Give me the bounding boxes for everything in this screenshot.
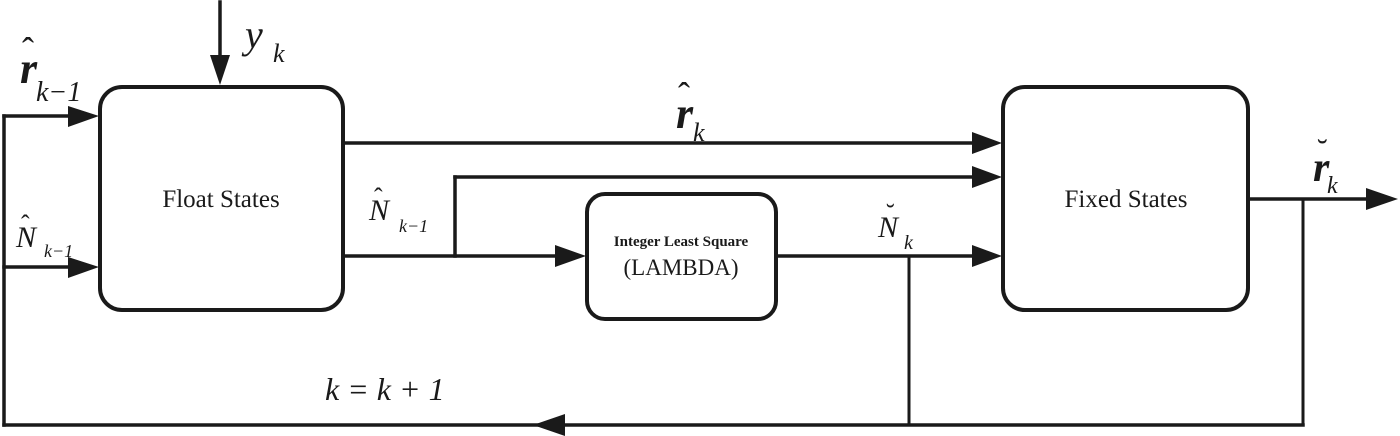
n-hat-km1-in-arrowhead (68, 257, 99, 278)
r-hat-k-base: r (676, 89, 694, 138)
r-hat-k-arrowhead (972, 132, 1002, 154)
n-hat-to-fixed-arrowhead (972, 166, 1002, 188)
lambda-label: (LAMBDA) (624, 255, 739, 280)
n-hat-km1-out-sub: k−1 (399, 216, 428, 236)
n-breve-k-arrowhead (972, 245, 1002, 267)
r-hat-km1-arrowhead (68, 106, 99, 127)
n-hat-km1-out-base: N (368, 194, 391, 227)
n-hat-km1-in-sub: k−1 (44, 241, 73, 261)
float-states-block (98, 85, 345, 312)
r-hat-k-label: r ˆ k (676, 75, 705, 147)
breve-accent-icon: ˘ (886, 199, 895, 228)
r-breve-k-sub: k (1327, 173, 1338, 199)
yk-base: y (241, 12, 263, 57)
r-hat-km1-base: r (20, 44, 38, 93)
hat-accent-icon: ˆ (22, 30, 34, 70)
r-breve-k-label: r ˘ k (1313, 132, 1338, 199)
feedback-label: k = k + 1 (325, 371, 445, 407)
hat-accent-icon: ˆ (374, 183, 383, 212)
n-breve-k-label: N ˘ k (877, 199, 914, 254)
breve-accent-icon: ˘ (1317, 132, 1328, 168)
n-hat-km1-out-label: N ˆ k−1 (368, 183, 428, 236)
n-breve-k-base: N (877, 211, 900, 244)
yk-sub: k (273, 39, 285, 68)
n-hat-km1-in-label: N ˆ k−1 (15, 210, 73, 261)
feedback-arrowhead (533, 414, 565, 436)
r-hat-km1-sub: k−1 (36, 77, 81, 108)
hat-accent-icon: ˆ (678, 75, 690, 115)
r-hat-k-sub: k (693, 118, 705, 147)
float-states-label: Float States (162, 186, 279, 213)
r-hat-km1-label: r ˆ k−1 (20, 30, 81, 108)
yk-label: y k (241, 12, 285, 68)
n-breve-k-sub: k (904, 232, 914, 254)
fixed-states-label: Fixed States (1065, 186, 1188, 213)
hat-accent-icon: ˆ (21, 210, 30, 239)
r-breve-k-base: r (1313, 145, 1330, 191)
n-hat-km1-in-base: N (15, 221, 38, 254)
ils-label: Integer Least Square (614, 234, 749, 250)
r-breve-k-arrowhead (1366, 188, 1398, 210)
yk-arrowhead (210, 55, 230, 85)
n-hat-to-ils-arrowhead (555, 245, 586, 267)
